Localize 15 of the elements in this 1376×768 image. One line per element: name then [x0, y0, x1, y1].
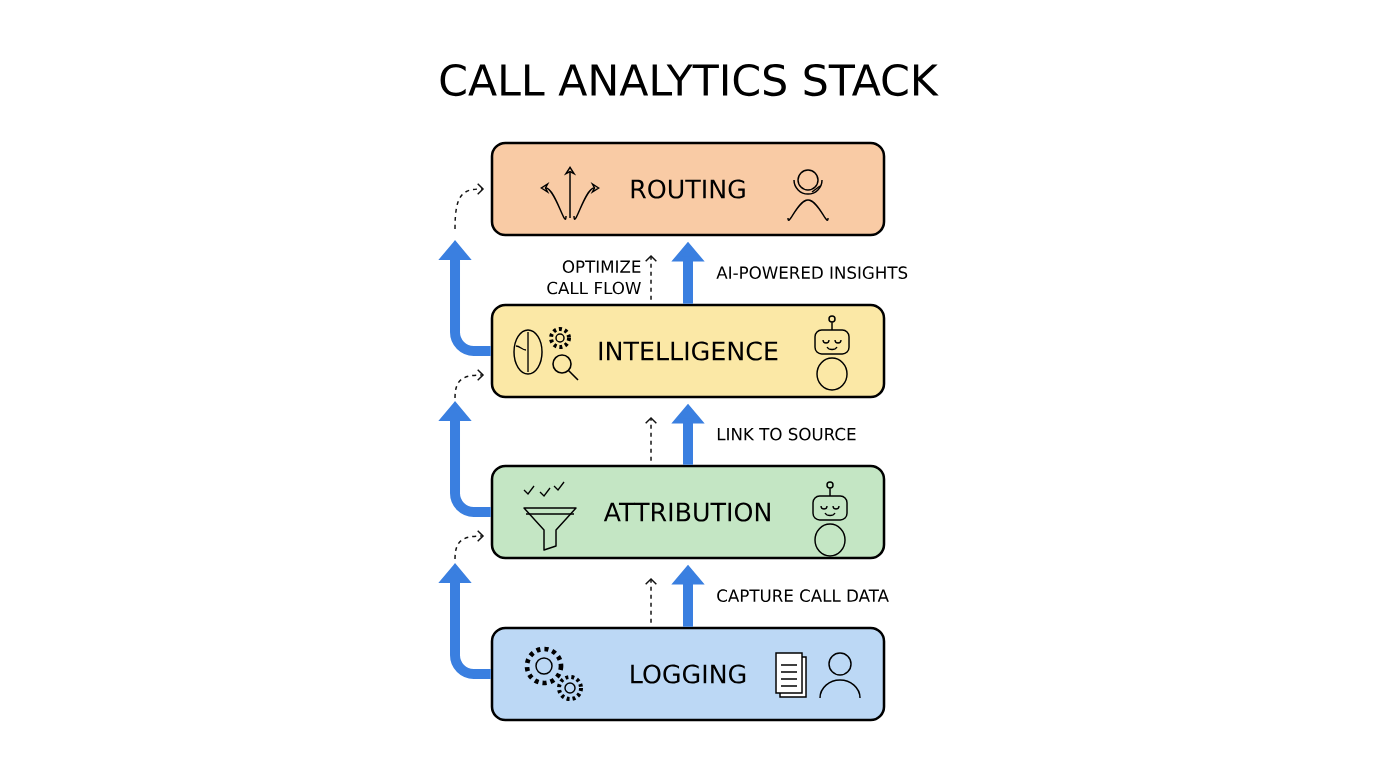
layer-box: INTELLIGENCE [490, 303, 886, 399]
arrow [454, 529, 485, 560]
edge-label: OPTIMIZE CALL FLOW [533, 259, 643, 296]
layer-box: LOGGING [490, 626, 886, 722]
layer-box: ROUTING [490, 141, 886, 237]
title: CALL ANALYTICS STACK [440, 63, 939, 97]
arrow [454, 182, 485, 230]
layer-box: ATTRIBUTION [490, 464, 886, 560]
edge-label: AI-POWERED INSIGHTS [714, 265, 910, 281]
arrow [644, 577, 658, 624]
edge-label: LINK TO SOURCE [714, 426, 858, 442]
arrow [644, 416, 658, 462]
arrow [454, 368, 485, 399]
arrow [644, 254, 658, 301]
edge-label: CAPTURE CALL DATA [714, 588, 891, 604]
